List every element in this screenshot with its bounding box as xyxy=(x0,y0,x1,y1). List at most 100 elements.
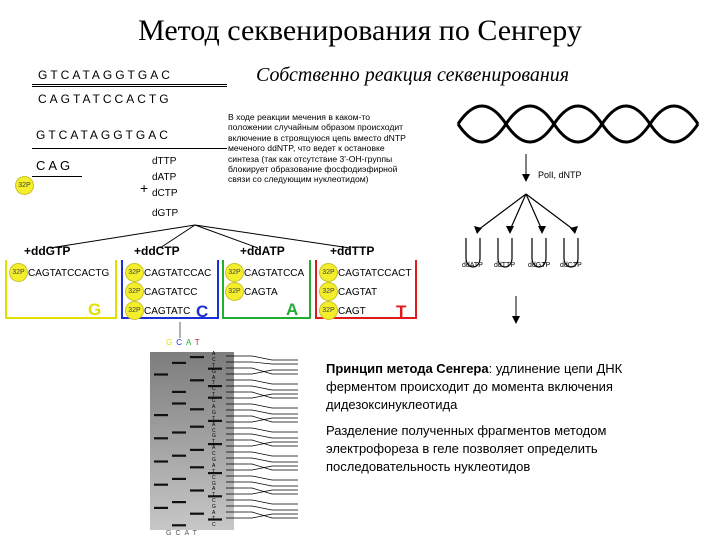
fragment: CAGTATCCACT xyxy=(338,268,412,279)
label-32p-badge: 32P xyxy=(320,302,337,319)
label-32p-badge: 32P xyxy=(126,302,143,319)
lane-t: T xyxy=(194,338,204,347)
label-32p-badge: 32P xyxy=(16,177,33,194)
gel-read-base: A xyxy=(212,486,216,493)
lane-c: C xyxy=(175,530,185,537)
gel-read-base: G xyxy=(212,433,216,440)
label-32p-badge: 32P xyxy=(226,264,243,281)
gel-read-base: C xyxy=(212,474,216,481)
gel-band xyxy=(172,402,186,405)
gel-read-base: A xyxy=(212,421,216,428)
strand-line-2 xyxy=(32,86,227,87)
dntp-dgtp: dGTP xyxy=(152,208,179,219)
dntp-datp: dATP xyxy=(152,172,177,183)
sanger-pipeline-illustration xyxy=(456,104,700,324)
gel-band xyxy=(154,460,168,463)
gel-band xyxy=(208,396,222,399)
gel-band xyxy=(190,448,204,451)
gel-read-base: G xyxy=(212,368,216,375)
gel-band xyxy=(154,506,168,509)
label-32p-badge: 32P xyxy=(126,283,143,300)
gel-read-base: T xyxy=(212,362,216,369)
tube-label: ddGTP xyxy=(528,262,551,269)
gel-band xyxy=(172,361,186,364)
gel-band xyxy=(172,454,186,457)
reaction-label-ddgtp: +ddGTP xyxy=(24,244,71,258)
gel-band xyxy=(190,466,204,469)
fragment: CAGTA xyxy=(244,287,278,298)
lane-g: G xyxy=(166,530,176,537)
fragment: CAGTATCCAC xyxy=(144,268,212,279)
gel-read-base: T xyxy=(212,439,216,446)
gel-read-base: G xyxy=(212,504,216,511)
gel-read-base: C xyxy=(212,398,216,405)
gel-read-base: C xyxy=(212,356,216,363)
gel-read-base: C xyxy=(212,451,216,458)
gel-read-base: A xyxy=(212,510,216,517)
gel-read-base: G xyxy=(212,457,216,464)
lane-c: C xyxy=(176,338,187,347)
gel-band xyxy=(172,477,186,480)
dntp-dttp: dTTP xyxy=(152,156,177,167)
terminal-base-a: A xyxy=(286,300,299,319)
fragment: CAGTATC xyxy=(144,306,191,317)
gel-band xyxy=(154,414,168,417)
fragment: CAGTATCCACTG xyxy=(28,268,110,279)
gel-read-base: C xyxy=(212,521,216,528)
tube-label: ddTTP xyxy=(494,262,516,269)
gel-read-base: T xyxy=(212,415,216,422)
dntp-dctp: dCTP xyxy=(152,188,178,199)
gel-band xyxy=(190,356,204,359)
reaction-label-ddatp: +ddATP xyxy=(240,244,285,258)
fragment: CAGT xyxy=(338,306,366,317)
lane-g: G xyxy=(166,338,177,347)
gel-band xyxy=(190,379,204,382)
gel-read-base: T xyxy=(212,392,216,399)
gel-read-connectors xyxy=(226,355,298,519)
label-32p-badge: 32P xyxy=(226,283,243,300)
enzyme-label: PolI, dNTP xyxy=(538,170,582,180)
label-32p-badge: 32P xyxy=(320,264,337,281)
gel-band xyxy=(190,489,204,492)
gel-read-base: T xyxy=(212,380,216,387)
gel-read-base: A xyxy=(212,462,216,469)
template-strand: GTCATAGGTGAC xyxy=(36,128,171,142)
page-title: Метод секвенирования по Сенгеру xyxy=(138,14,582,47)
gel-band xyxy=(208,443,222,446)
label-32p-badge: 32P xyxy=(126,264,143,281)
lane-t: T xyxy=(192,530,201,537)
reaction-label-ddttp: +ddTTP xyxy=(330,244,375,258)
tube-label: ddATP xyxy=(462,262,483,269)
fragment: CAGTAT xyxy=(338,287,378,298)
tube-label: ddCTP xyxy=(560,262,582,269)
gel-read-base: T xyxy=(212,468,216,475)
terminal-base-g: G xyxy=(88,300,102,319)
top-strand-1: GTCATAGGTGAC xyxy=(38,68,173,82)
gel-band xyxy=(172,390,186,393)
primer-seq: CAG xyxy=(36,158,74,173)
gel-image xyxy=(150,352,234,530)
gel-read-base: T xyxy=(212,515,216,522)
gel-read-base: A xyxy=(212,445,216,452)
gel-read-base: C xyxy=(212,427,216,434)
gel-read-base: C xyxy=(212,386,216,393)
gel-read-base: G xyxy=(212,409,216,416)
gel-band xyxy=(190,425,204,428)
fragment: CAGTATCCA xyxy=(244,268,305,279)
label-32p-badge: 32P xyxy=(320,283,337,300)
gel-band xyxy=(208,419,222,422)
gel-read-base: T xyxy=(212,492,216,499)
gel-band xyxy=(190,408,204,411)
gel-band xyxy=(208,495,222,498)
reaction-note: В ходе реакции мечения в каком-то положе… xyxy=(228,112,406,185)
gel-band xyxy=(208,367,222,370)
gel-band xyxy=(154,437,168,440)
gel-lanes-bottom: GCAT xyxy=(166,530,201,537)
gel-read-base: C xyxy=(212,498,216,505)
gel-read-base: A xyxy=(212,404,216,411)
top-strand-2: CAGTATCCACTG xyxy=(38,92,172,106)
gel-bands xyxy=(154,356,222,527)
label-32p-badge: 32P xyxy=(10,264,27,281)
